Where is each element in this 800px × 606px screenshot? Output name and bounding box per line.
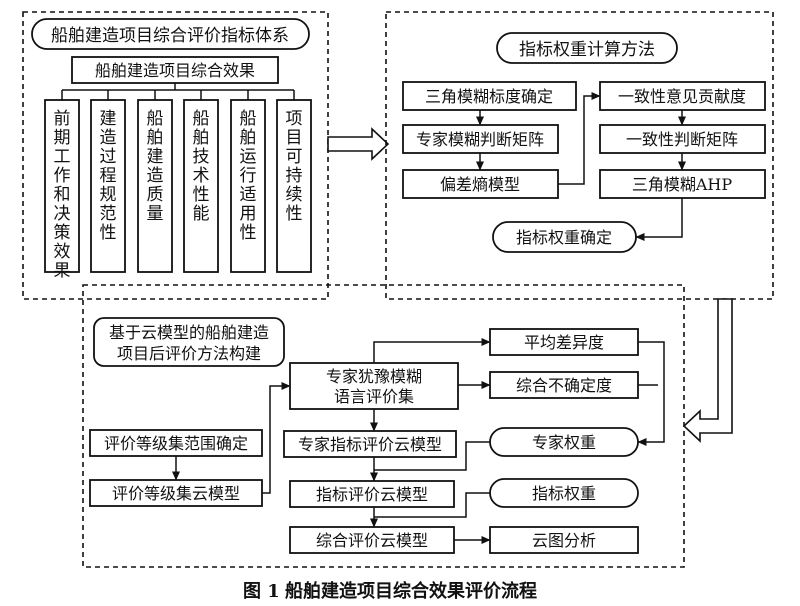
index-weight-label: 指标权重 — [532, 484, 596, 503]
expert-weight-label: 专家权重 — [532, 433, 596, 452]
index-cloud-box — [289, 480, 455, 508]
grade-cloud-box — [89, 479, 263, 507]
column-label-3: 船舶建造质量 — [147, 109, 164, 224]
expert-matrix-label: 专家模糊判断矩阵 — [416, 130, 544, 149]
cloud-analysis-label: 云图分析 — [532, 531, 596, 550]
caption-text: 船舶建造项目综合效果评价流程 — [285, 580, 537, 602]
column-box-3 — [137, 99, 173, 273]
mean-difference-label: 平均差异度 — [524, 333, 604, 352]
tree-drops — [61, 90, 295, 100]
expert-matrix-box — [402, 124, 559, 154]
index-cloud-label: 指标评价云模型 — [316, 485, 428, 504]
evaluation-title-line1: 基于云模型的船舶建造 — [109, 323, 269, 342]
weight-method-arrows — [476, 92, 686, 241]
weight-method-title-box — [496, 32, 678, 64]
evaluation-title-box — [93, 317, 285, 367]
hesitant-fuzzy-line2: 语言评价集 — [334, 387, 414, 406]
column-label-4: 船舶技术性能 — [193, 109, 210, 224]
hesitant-fuzzy-line1: 专家犹豫模糊 — [326, 367, 422, 386]
root-label: 船舶建造项目综合效果 — [95, 61, 255, 80]
column-box-5 — [230, 99, 266, 273]
expert-cloud-label: 专家指标评价云模型 — [298, 435, 442, 454]
uncertainty-label: 综合不确定度 — [516, 376, 612, 395]
grade-cloud-label: 评价等级集云模型 — [112, 484, 240, 503]
column-label-5: 船舶运行适用性 — [240, 109, 257, 243]
consistency-matrix-label: 一致性判断矩阵 — [626, 130, 738, 149]
column-label-2: 建造过程规范性 — [100, 109, 117, 243]
column-label-6: 项目可持续性 — [286, 109, 303, 224]
column-box-2 — [90, 99, 126, 273]
index-system-title: 船舶建造项目综合评价指标体系 — [51, 26, 289, 46]
comprehensive-cloud-label: 综合评价云模型 — [316, 531, 428, 550]
fuzzy-ahp-label: 三角模糊AHP — [632, 175, 733, 194]
column-box-6 — [276, 99, 312, 273]
grade-range-label: 评价等级集范围确定 — [104, 434, 248, 453]
cloud-analysis-box — [489, 526, 639, 554]
evaluation-panel — [82, 284, 685, 568]
evaluation-arrows — [172, 338, 665, 544]
weight-method-panel — [385, 11, 774, 300]
fuzzy-scale-box — [402, 81, 577, 111]
index-column-labels: 前期工作和决策效果 建造过程规范性 船舶建造质量 船舶技术性能 船舶运行适用性 项目可持续… — [54, 109, 303, 281]
weight-method-title: 指标权重计算方法 — [519, 40, 655, 60]
column-box-1 — [44, 99, 80, 273]
fuzzy-scale-label: 三角模糊标度确定 — [425, 87, 553, 106]
evaluation-title-line2: 项目后评价方法构建 — [117, 344, 261, 363]
expert-cloud-box — [283, 430, 457, 458]
root-box — [71, 56, 279, 84]
arrow-to-weight-panel — [327, 127, 390, 161]
consistency-contribution-label: 一致性意见贡献度 — [618, 87, 746, 106]
deviation-entropy-label: 偏差熵模型 — [440, 175, 520, 194]
weight-result-label: 指标权重确定 — [516, 228, 612, 247]
index-columns — [44, 99, 312, 273]
column-label-1: 前期工作和决策效果 — [54, 109, 71, 281]
uncertainty-box — [489, 371, 639, 399]
index-system-title-box — [31, 18, 310, 50]
caption-number: 图 1 — [243, 581, 280, 602]
arrow-to-evaluation-panel — [682, 298, 733, 443]
column-box-4 — [183, 99, 219, 273]
